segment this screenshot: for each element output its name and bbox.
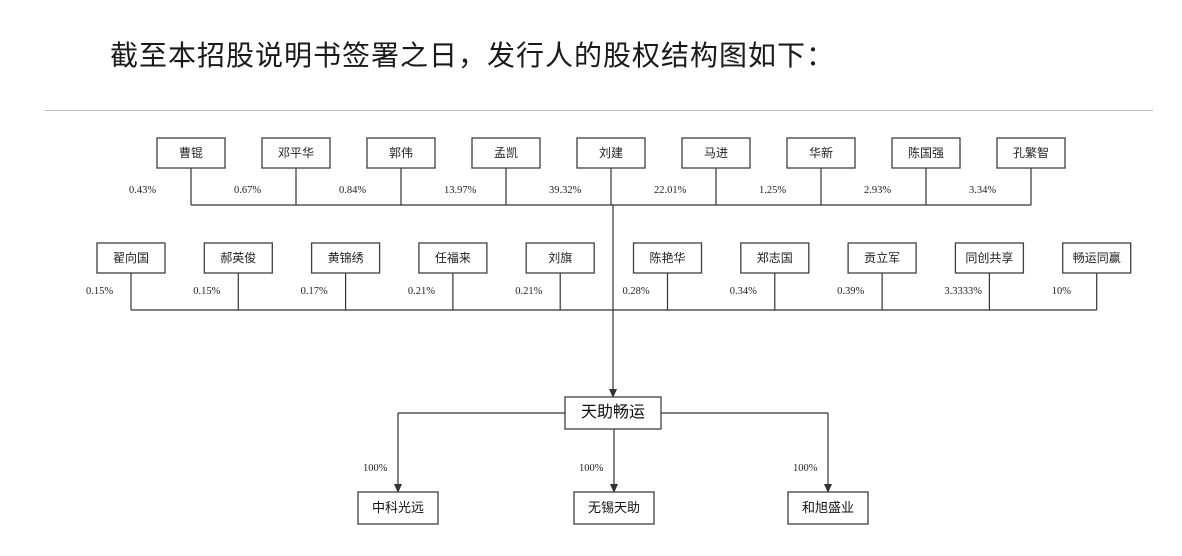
box-label: 和旭盛业 xyxy=(802,501,854,516)
shareholder-box: 任福来 xyxy=(418,242,488,274)
box-label: 天助畅运 xyxy=(581,402,645,421)
box-frame xyxy=(418,242,488,274)
shareholding-pct: 10% xyxy=(1052,286,1072,297)
box-label: 孔繁智 xyxy=(1013,145,1049,160)
box-label: 陈艳华 xyxy=(649,250,685,265)
box-label: 翟向国 xyxy=(113,250,149,265)
shareholding-pct: 39.32% xyxy=(549,185,582,196)
shareholder-box: 翟向国 xyxy=(96,242,166,274)
shareholding-pct: 3.3333% xyxy=(944,286,982,297)
box-frame xyxy=(632,242,703,274)
box-label: 孟凯 xyxy=(494,146,518,160)
shareholding-pct: 13.97% xyxy=(444,185,477,196)
shareholder-box: 同创共享 xyxy=(954,242,1025,274)
shareholder-box: 马进 xyxy=(681,137,751,169)
box-frame xyxy=(954,242,1025,274)
subsidiary-pct: 100% xyxy=(363,463,388,474)
box-frame xyxy=(576,137,646,169)
shareholder-box: 郑志国 xyxy=(740,242,810,274)
box-frame xyxy=(573,491,655,525)
box-frame xyxy=(203,242,273,274)
shareholder-box: 华新 xyxy=(786,137,856,169)
box-label: 曹锟 xyxy=(179,145,203,160)
shareholding-pct: 0.17% xyxy=(301,286,328,297)
shareholding-pct: 0.43% xyxy=(129,185,156,196)
box-frame xyxy=(357,491,439,525)
box-label: 华新 xyxy=(809,145,833,160)
shareholding-pct: 0.67% xyxy=(234,185,261,196)
shareholder-box: 郝英俊 xyxy=(203,242,273,274)
box-frame xyxy=(787,491,869,525)
box-label: 邓平华 xyxy=(278,146,314,160)
box-frame xyxy=(786,137,856,169)
box-frame xyxy=(261,137,331,169)
box-frame xyxy=(847,242,917,274)
shareholding-pct: 0.84% xyxy=(339,185,366,196)
shareholding-pct: 22.01% xyxy=(654,185,687,196)
shareholding-pct: 0.21% xyxy=(408,286,435,297)
box-label: 黄锦绣 xyxy=(328,251,364,265)
shareholding-pct: 0.21% xyxy=(515,286,542,297)
subsidiary-box: 和旭盛业 xyxy=(787,491,869,525)
shareholder-box: 陈艳华 xyxy=(632,242,703,274)
shareholding-pct: 0.28% xyxy=(623,286,650,297)
shareholder-box: 黄锦绣 xyxy=(310,242,381,274)
box-frame xyxy=(681,137,751,169)
box-label: 中科光远 xyxy=(372,501,424,516)
shareholder-box: 贡立军 xyxy=(847,242,917,274)
subsidiary-pct: 100% xyxy=(579,463,604,474)
shareholder-box: 刘建 xyxy=(576,137,646,169)
box-frame xyxy=(996,137,1066,169)
subsidiary-pct: 100% xyxy=(793,463,818,474)
shareholder-box: 孟凯 xyxy=(471,137,541,169)
shareholder-box: 孔繁智 xyxy=(996,137,1066,169)
subsidiary-box: 中科光远 xyxy=(357,491,439,525)
box-label: 贡立军 xyxy=(864,250,900,265)
shareholding-pct: 1.25% xyxy=(759,185,786,196)
box-label: 刘旗 xyxy=(548,250,572,265)
shareholding-pct: 0.39% xyxy=(837,286,864,297)
shareholding-pct: 2.93% xyxy=(864,185,891,196)
shareholder-box: 曹锟 xyxy=(156,137,226,169)
shareholder-box: 郭伟 xyxy=(366,137,436,169)
box-frame xyxy=(740,242,810,274)
shareholder-box: 畅运同赢 xyxy=(1062,242,1132,274)
issuer-box: 天助畅运 xyxy=(564,396,662,430)
shareholding-pct: 0.15% xyxy=(86,286,113,297)
shareholding-pct: 0.15% xyxy=(193,286,220,297)
box-frame xyxy=(564,396,662,430)
box-frame xyxy=(310,242,381,274)
box-frame xyxy=(525,242,595,274)
shareholding-pct: 0.34% xyxy=(730,286,757,297)
box-label: 刘建 xyxy=(599,146,623,160)
box-label: 畅运同赢 xyxy=(1073,250,1121,265)
shareholder-box: 邓平华 xyxy=(261,137,331,169)
horizontal-divider xyxy=(45,110,1153,111)
box-frame xyxy=(471,137,541,169)
shareholding-pct: 3.34% xyxy=(969,185,996,196)
box-label: 马进 xyxy=(704,146,728,160)
shareholder-box: 陈国强 xyxy=(891,137,961,169)
section-heading: 截至本招股说明书签署之日，发行人的股权结构图如下： xyxy=(110,39,836,72)
box-label: 郝英俊 xyxy=(220,250,256,265)
box-label: 郭伟 xyxy=(389,146,413,160)
box-label: 无锡天助 xyxy=(588,501,640,516)
subsidiary-box: 无锡天助 xyxy=(573,491,655,525)
box-frame xyxy=(156,137,226,169)
box-frame xyxy=(891,137,961,169)
box-label: 同创共享 xyxy=(965,250,1013,265)
box-frame xyxy=(96,242,166,274)
box-label: 郑志国 xyxy=(757,250,793,265)
shareholder-box: 刘旗 xyxy=(525,242,595,274)
box-frame xyxy=(366,137,436,169)
box-label: 陈国强 xyxy=(908,145,944,160)
box-frame xyxy=(1062,242,1132,274)
box-label: 任福来 xyxy=(435,250,471,265)
